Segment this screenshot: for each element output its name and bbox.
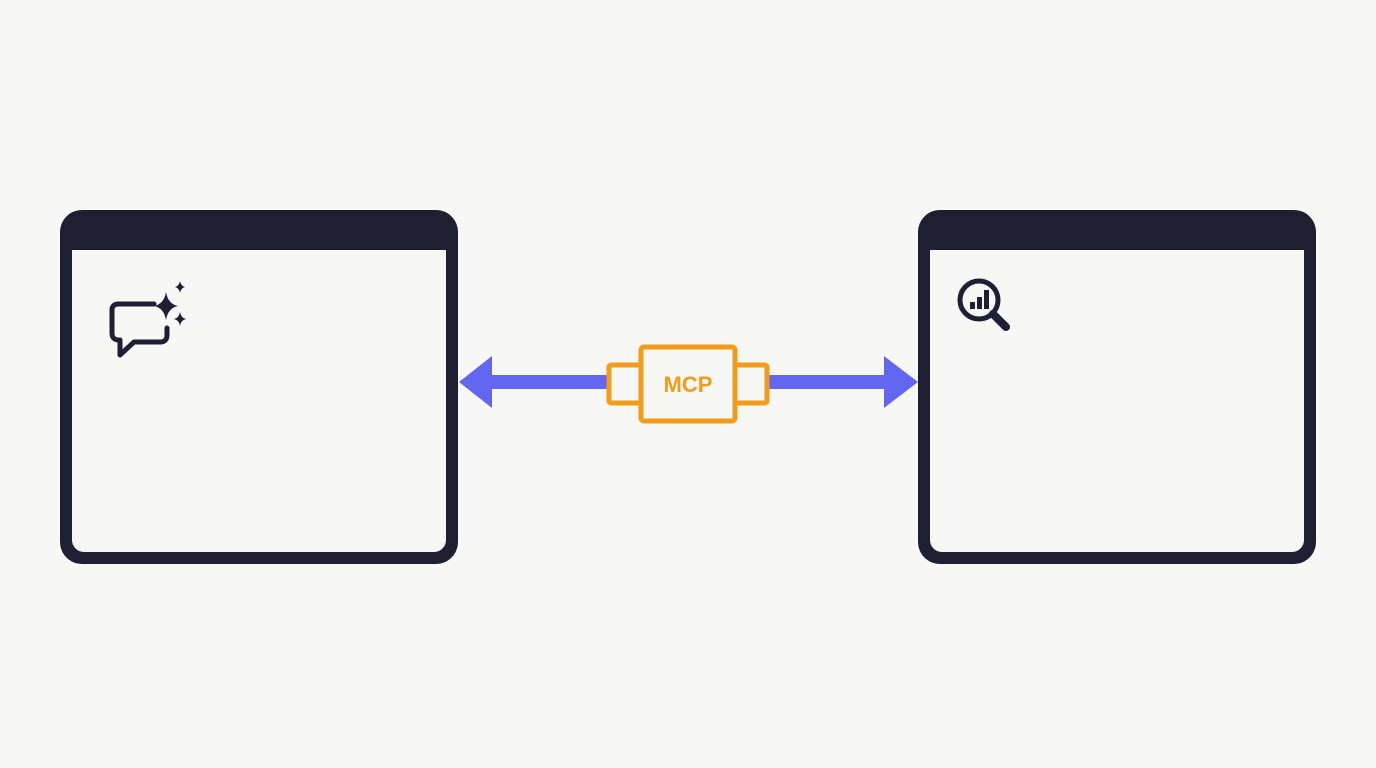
mcp-connector: MCP <box>606 344 770 424</box>
bidirectional-arrow <box>459 356 918 408</box>
chat-sparkle-icon <box>109 281 186 358</box>
mcp-center-box <box>638 344 738 424</box>
right-app-window <box>918 210 1316 564</box>
left-window-body <box>72 250 446 552</box>
left-app-window <box>60 210 458 564</box>
mcp-left-plug <box>606 362 644 406</box>
left-arrow-shaft <box>488 375 610 389</box>
search-analytics-icon <box>957 278 1010 331</box>
right-window-body <box>930 250 1304 552</box>
right-arrow-shaft <box>766 375 888 389</box>
left-arrowhead <box>459 356 492 408</box>
mcp-label: MCP <box>664 372 713 397</box>
mcp-right-plug <box>732 362 770 406</box>
right-arrowhead <box>884 356 918 408</box>
